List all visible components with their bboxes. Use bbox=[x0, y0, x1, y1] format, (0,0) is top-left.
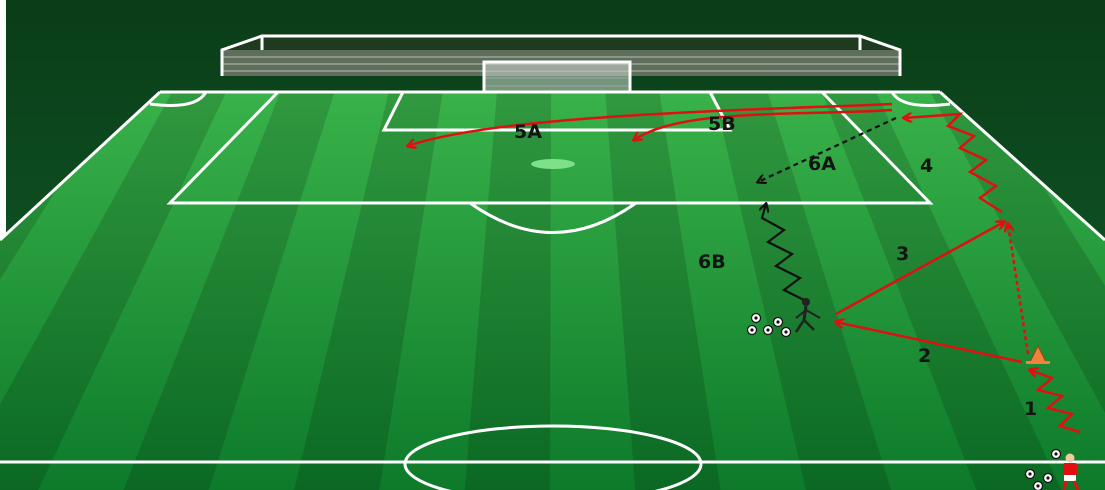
label-step-6b: 6B bbox=[698, 251, 726, 273]
soccer-ball-icon bbox=[782, 328, 791, 337]
label-step-4: 4 bbox=[920, 155, 933, 177]
label-step-6a: 6A bbox=[808, 153, 836, 175]
soccer-ball-icon bbox=[1026, 470, 1035, 479]
label-step-5a: 5A bbox=[514, 121, 542, 143]
soccer-ball-icon bbox=[1052, 450, 1061, 459]
label-step-1: 1 bbox=[1024, 398, 1037, 420]
soccer-ball-icon bbox=[774, 318, 783, 327]
soccer-ball-icon bbox=[764, 326, 773, 335]
soccer-ball-icon bbox=[752, 314, 761, 323]
label-step-5b: 5B bbox=[708, 113, 736, 135]
label-step-2: 2 bbox=[918, 345, 931, 367]
soccer-ball-icon bbox=[1034, 482, 1043, 490]
goal-icon bbox=[484, 62, 630, 92]
soccer-ball-icon bbox=[1044, 474, 1053, 483]
label-step-3: 3 bbox=[896, 243, 909, 265]
soccer-ball-icon bbox=[748, 326, 757, 335]
penalty-spot bbox=[531, 159, 575, 169]
